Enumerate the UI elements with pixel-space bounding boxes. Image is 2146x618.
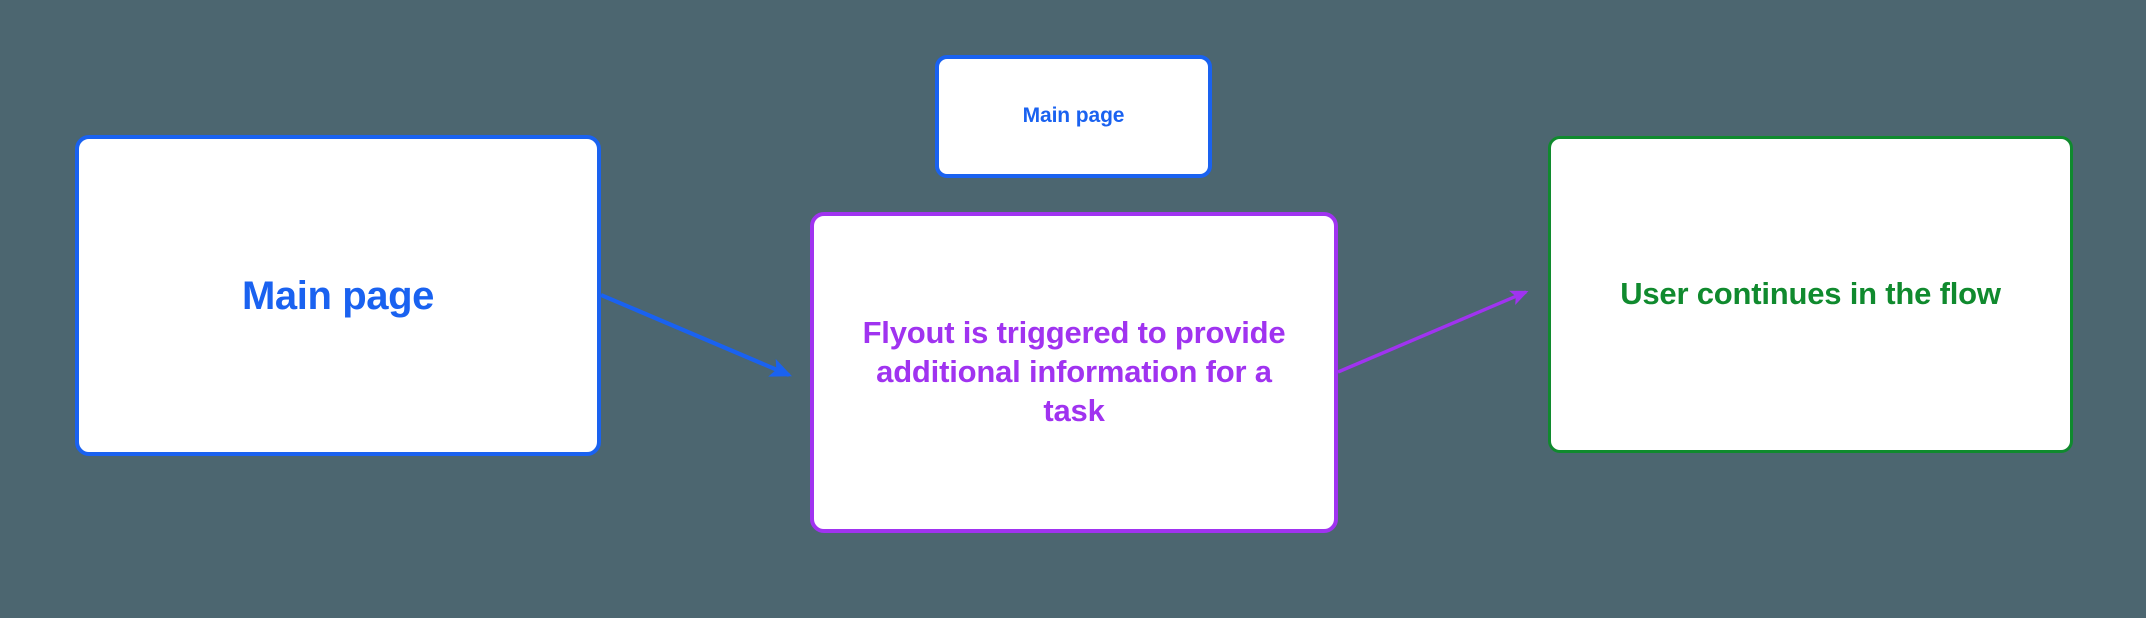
edge-main-to-flyout — [600, 293, 793, 377]
node-main-page-small[interactable]: Main page — [935, 55, 1212, 178]
node-main-page-small-label: Main page — [1022, 104, 1125, 128]
node-flyout[interactable]: Flyout is triggered to provide additiona… — [810, 212, 1338, 533]
node-user-continues[interactable]: User continues in the flow — [1548, 136, 2073, 453]
node-flyout-label: Flyout is triggered to provide additiona… — [862, 315, 1286, 428]
node-main-page-large[interactable]: Main page — [75, 135, 601, 456]
node-main-page-large-label: Main page — [242, 273, 434, 318]
node-user-continues-label: User continues in the flow — [1620, 276, 2001, 312]
edge-flyout-to-user — [1337, 290, 1529, 374]
